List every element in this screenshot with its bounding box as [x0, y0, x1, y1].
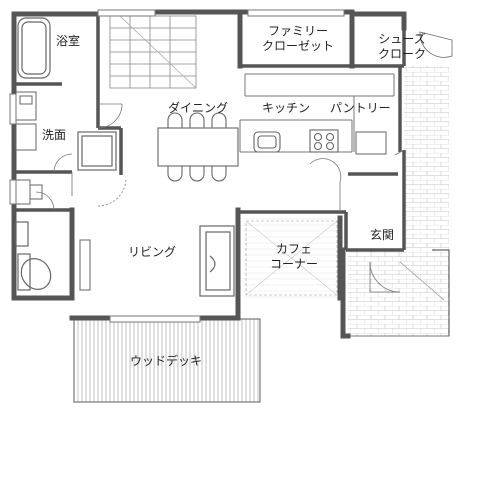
label-dining: ダイニング [168, 101, 229, 115]
label-cafe-line1: カフェ [275, 242, 312, 256]
label-cafe-line2: コーナー [269, 257, 318, 271]
outer-walls [11, 9, 407, 339]
label-shoes-cloak-line2: クローク [377, 47, 426, 61]
label-wood-deck: ウッドデッキ [130, 354, 203, 368]
washing-machine [77, 131, 117, 171]
interior-walls [14, 14, 406, 252]
label-shoes-cloak-line1: シューズ [378, 32, 426, 46]
wood-deck-area [73, 318, 261, 403]
toilet [15, 221, 52, 291]
dining-set [157, 112, 239, 182]
label-family-closet: ファミリー クローゼット [252, 24, 344, 54]
washroom-fixtures [15, 91, 43, 205]
label-shoes-cloak: シューズ クローク [364, 32, 440, 62]
stairs [109, 15, 197, 89]
label-entrance: 玄関 [370, 228, 395, 242]
pantry-box [355, 131, 387, 155]
label-family-closet-line1: ファミリー [267, 24, 328, 38]
cafe-border [245, 220, 338, 296]
label-washroom: 洗面 [42, 128, 67, 142]
label-living: リビング [128, 245, 177, 259]
porch-tile-area [348, 250, 449, 336]
label-kitchen: キッチン [262, 101, 311, 115]
doors [35, 31, 453, 336]
label-family-closet-line2: クローゼット [261, 39, 334, 53]
label-cafe-corner: カフェ コーナー [262, 242, 326, 272]
entrance-tile-area [404, 66, 449, 250]
label-pantry: パントリー [330, 101, 391, 115]
label-bath: 浴室 [56, 34, 81, 48]
cafe-diagonal-2 [245, 220, 338, 296]
tv-board [79, 239, 91, 291]
windows [9, 9, 345, 323]
kitchen-counter [253, 129, 339, 153]
sofa [199, 225, 235, 297]
bathtub [17, 17, 51, 79]
